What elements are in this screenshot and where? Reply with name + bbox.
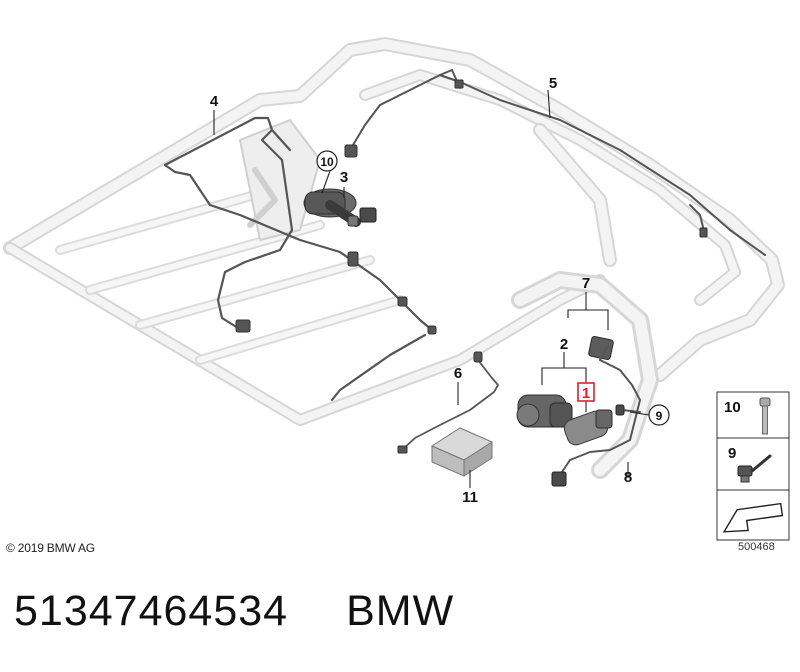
- diagram-number: 500468: [738, 541, 775, 553]
- part-number: 51347464534: [14, 587, 289, 635]
- drive-unit-3: [303, 188, 377, 227]
- brand-name: BMW: [346, 587, 455, 635]
- harness-4-connectors: [235, 251, 437, 335]
- harness-6-connectors: [397, 351, 483, 454]
- callout-10: 10: [320, 155, 334, 169]
- legend-label-9: 9: [728, 445, 736, 462]
- callout-10-circle: [316, 150, 338, 172]
- wiring-harness-8: [557, 344, 641, 479]
- callout-8: 8: [624, 469, 632, 486]
- wiring-harness-5: [349, 69, 766, 256]
- wiring-harness-4: [163, 116, 434, 402]
- grommet-plug-icon: [737, 454, 772, 483]
- wiring-harness-6: [401, 359, 499, 451]
- callout-11: 11: [462, 489, 478, 506]
- callouts: 4 3 10 5 7 2 1 6 9 8 11: [210, 75, 670, 506]
- control-box-11: [430, 427, 494, 477]
- callout-9: 9: [656, 409, 663, 423]
- part-number-line: 51347464534 BMW: [14, 587, 454, 636]
- callout-6: 6: [454, 365, 462, 382]
- copyright-text: © 2019 BMW AG: [6, 541, 95, 555]
- harness-5-connectors: [344, 79, 708, 238]
- arrow-icon: [722, 502, 784, 533]
- harness-8-connectors: [551, 404, 625, 487]
- drive-unit-1: [563, 409, 613, 446]
- drive-unit-2: [516, 394, 573, 428]
- callout-7: 7: [582, 275, 590, 292]
- callout-3: 3: [340, 169, 348, 186]
- legend-label-10: 10: [724, 399, 741, 416]
- callout-9-circle: [648, 404, 670, 426]
- highlighted-part-box: [577, 382, 595, 402]
- callout-2: 2: [560, 336, 568, 353]
- callout-5: 5: [549, 75, 557, 92]
- roof-frame: [3, 37, 785, 479]
- bracket-7: [588, 335, 614, 361]
- callout-1: 1: [582, 385, 590, 402]
- callout-4: 4: [210, 93, 219, 110]
- legend-panel: 10 9: [716, 391, 790, 541]
- screw-icon: [759, 397, 771, 435]
